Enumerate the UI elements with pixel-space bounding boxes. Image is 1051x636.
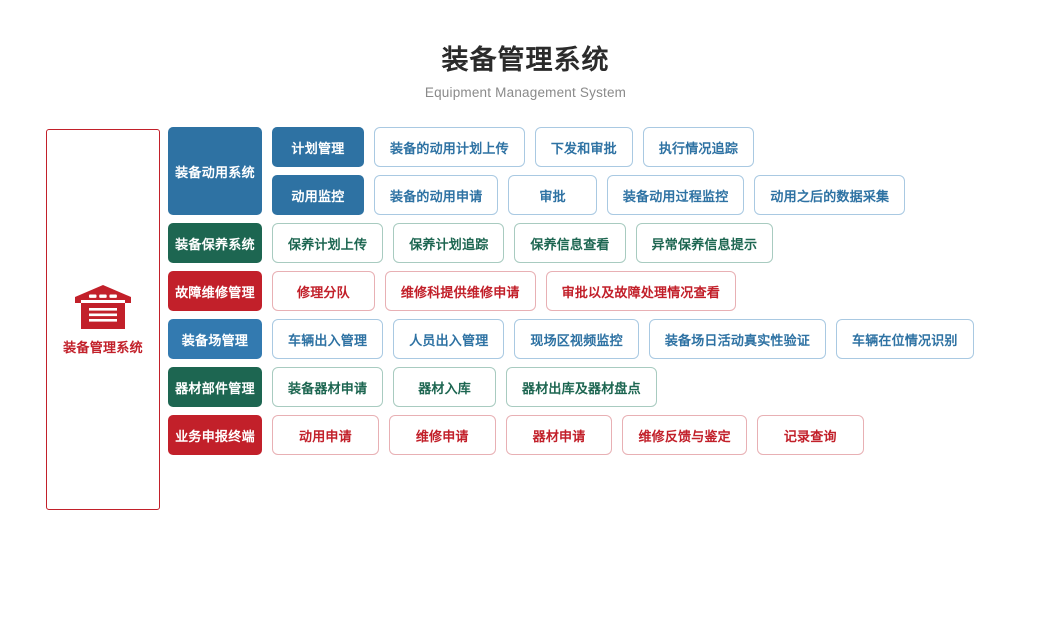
- card-item[interactable]: 车辆在位情况识别: [836, 319, 974, 359]
- card-group-parts-management: 装备器材申请 器材入库 器材出库及器材盘点: [272, 367, 657, 407]
- module-row-maintenance: 装备保养系统 保养计划上传 保养计划追踪 保养信息查看 异常保养信息提示: [168, 223, 974, 263]
- card-item[interactable]: 装备动用过程监控: [606, 175, 745, 215]
- card-item[interactable]: 执行情况追踪: [642, 127, 755, 167]
- card-item[interactable]: 动用申请: [272, 415, 379, 455]
- card-group-usage-monitoring: 装备的动用申请 审批 装备动用过程监控 动用之后的数据采集: [374, 175, 906, 215]
- module-row-fault-repair: 故障维修管理 修理分队 维修科提供维修申请 审批以及故障处理情况查看: [168, 271, 974, 311]
- card-item[interactable]: 装备的动用计划上传: [374, 127, 525, 167]
- card-item[interactable]: 维修反馈与鉴定: [622, 415, 747, 455]
- card-item[interactable]: 器材出库及器材盘点: [506, 367, 657, 407]
- sub-label-plan-management[interactable]: 计划管理: [272, 127, 364, 167]
- card-group-yard-management: 车辆出入管理 人员出入管理 现场区视频监控 装备场日活动真实性验证 车辆在位情况…: [272, 319, 974, 359]
- card-item[interactable]: 现场区视频监控: [514, 319, 639, 359]
- card-item[interactable]: 器材入库: [393, 367, 497, 407]
- card-item[interactable]: 装备的动用申请: [374, 175, 499, 215]
- module-row-business-terminal: 业务申报终端 动用申请 维修申请 器材申请 维修反馈与鉴定 记录查询: [168, 415, 974, 455]
- card-group-plan-management: 装备的动用计划上传 下发和审批 执行情况追踪: [374, 127, 755, 167]
- card-item[interactable]: 器材申请: [505, 415, 613, 455]
- category-label-parts-management[interactable]: 器材部件管理: [168, 367, 262, 407]
- card-group-business-terminal: 动用申请 维修申请 器材申请 维修反馈与鉴定 记录查询: [272, 415, 864, 455]
- card-item[interactable]: 记录查询: [756, 415, 864, 455]
- page-subtitle: Equipment Management System: [424, 85, 627, 101]
- page-header: 装备管理系统 Equipment Management System: [0, 0, 1051, 100]
- card-item[interactable]: 装备场日活动真实性验证: [648, 319, 827, 359]
- category-label-maintenance[interactable]: 装备保养系统: [168, 223, 262, 263]
- category-label-equipment-usage[interactable]: 装备动用系统: [168, 127, 262, 215]
- card-item[interactable]: 维修科提供维修申请: [384, 271, 536, 311]
- card-item[interactable]: 审批: [508, 175, 597, 215]
- subgroup-plan-management: 计划管理 装备的动用计划上传 下发和审批 执行情况追踪: [272, 127, 905, 167]
- module-row-equipment-usage: 装备动用系统 计划管理 装备的动用计划上传 下发和审批 执行情况追踪 动用监控 …: [168, 127, 974, 215]
- card-item[interactable]: 车辆出入管理: [272, 319, 384, 359]
- system-brand-panel: 装备管理系统: [46, 129, 160, 510]
- card-item[interactable]: 下发和审批: [534, 127, 633, 167]
- card-item[interactable]: 修理分队: [272, 271, 375, 311]
- page-title: 装备管理系统: [441, 45, 610, 75]
- warehouse-icon: [74, 284, 132, 330]
- system-architecture-diagram: 装备动用系统 计划管理 装备的动用计划上传 下发和审批 执行情况追踪 动用监控 …: [168, 127, 974, 455]
- card-item[interactable]: 异常保养信息提示: [635, 223, 774, 263]
- card-item[interactable]: 人员出入管理: [393, 319, 505, 359]
- card-item[interactable]: 动用之后的数据采集: [754, 175, 906, 215]
- card-item[interactable]: 装备器材申请: [272, 367, 384, 407]
- card-item[interactable]: 保养计划追踪: [393, 223, 505, 263]
- system-brand-label: 装备管理系统: [63, 339, 143, 355]
- module-row-yard-management: 装备场管理 车辆出入管理 人员出入管理 现场区视频监控 装备场日活动真实性验证 …: [168, 319, 974, 359]
- card-item[interactable]: 保养计划上传: [272, 223, 384, 263]
- card-group-fault-repair: 修理分队 维修科提供维修申请 审批以及故障处理情况查看: [272, 271, 737, 311]
- card-group-maintenance: 保养计划上传 保养计划追踪 保养信息查看 异常保养信息提示: [272, 223, 774, 263]
- category-label-fault-repair[interactable]: 故障维修管理: [168, 271, 262, 311]
- category-label-business-terminal[interactable]: 业务申报终端: [168, 415, 262, 455]
- card-item[interactable]: 保养信息查看: [514, 223, 626, 263]
- category-label-yard-management[interactable]: 装备场管理: [168, 319, 262, 359]
- card-item[interactable]: 维修申请: [388, 415, 496, 455]
- sub-label-usage-monitoring[interactable]: 动用监控: [272, 175, 364, 215]
- module-row-parts-management: 器材部件管理 装备器材申请 器材入库 器材出库及器材盘点: [168, 367, 974, 407]
- subgroup-usage-monitoring: 动用监控 装备的动用申请 审批 装备动用过程监控 动用之后的数据采集: [272, 175, 906, 215]
- card-item[interactable]: 审批以及故障处理情况查看: [545, 271, 737, 311]
